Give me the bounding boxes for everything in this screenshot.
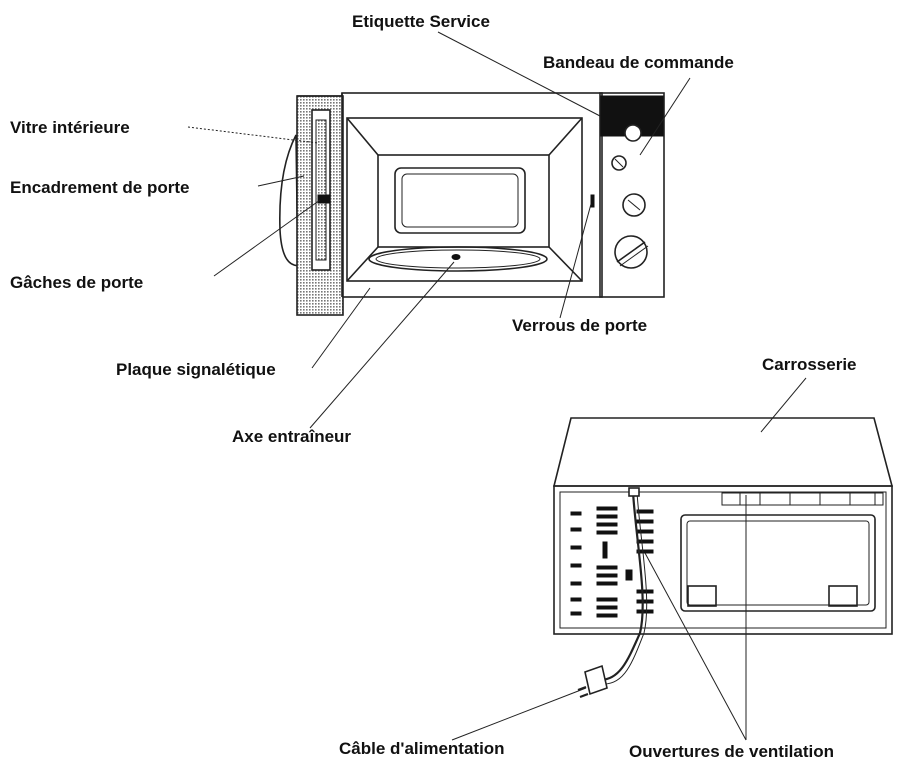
rear-foot-right <box>828 585 858 607</box>
cavity-window-outer <box>394 167 526 234</box>
label-encadrement-porte: Encadrement de porte <box>10 178 190 197</box>
leader-lines <box>187 31 807 741</box>
label-verrous-porte: Verrous de porte <box>512 316 647 335</box>
rear-access-panel <box>680 514 876 612</box>
label-gaches-porte: Gâches de porte <box>10 273 143 292</box>
power-cable <box>599 491 644 682</box>
control-button-top <box>624 124 642 142</box>
top-vent-strip <box>721 492 884 506</box>
rear-foot-left <box>687 585 717 607</box>
labels: Etiquette Service Bandeau de commande Vi… <box>10 12 857 761</box>
rear-panel <box>553 485 893 635</box>
label-plaque-signaletique: Plaque signalétique <box>116 360 276 379</box>
cabinet-body <box>341 92 603 298</box>
power-plug <box>577 664 608 699</box>
control-panel <box>599 92 665 298</box>
label-vitre-interieure: Vitre intérieure <box>10 118 130 137</box>
cavity-window-inner <box>401 173 519 228</box>
label-axe-entraineur: Axe entraîneur <box>232 427 351 446</box>
back-view <box>552 417 894 699</box>
rear-vent-slots <box>570 506 654 618</box>
door-lock-slot <box>590 194 595 208</box>
label-ouvertures-ventilation: Ouvertures de ventilation <box>629 742 834 761</box>
label-bandeau-commande: Bandeau de commande <box>543 53 734 72</box>
label-carrosserie: Carrosserie <box>762 355 857 374</box>
drive-axle-dot <box>451 254 461 260</box>
cavity-frame <box>346 117 583 282</box>
front-view <box>279 92 665 316</box>
turntable-plate <box>368 246 548 272</box>
label-etiquette-service: Etiquette Service <box>352 12 490 31</box>
label-cable-alimentation: Câble d'alimentation <box>339 739 505 758</box>
rear-cabinet-top <box>552 417 894 487</box>
door-latch <box>317 194 331 204</box>
